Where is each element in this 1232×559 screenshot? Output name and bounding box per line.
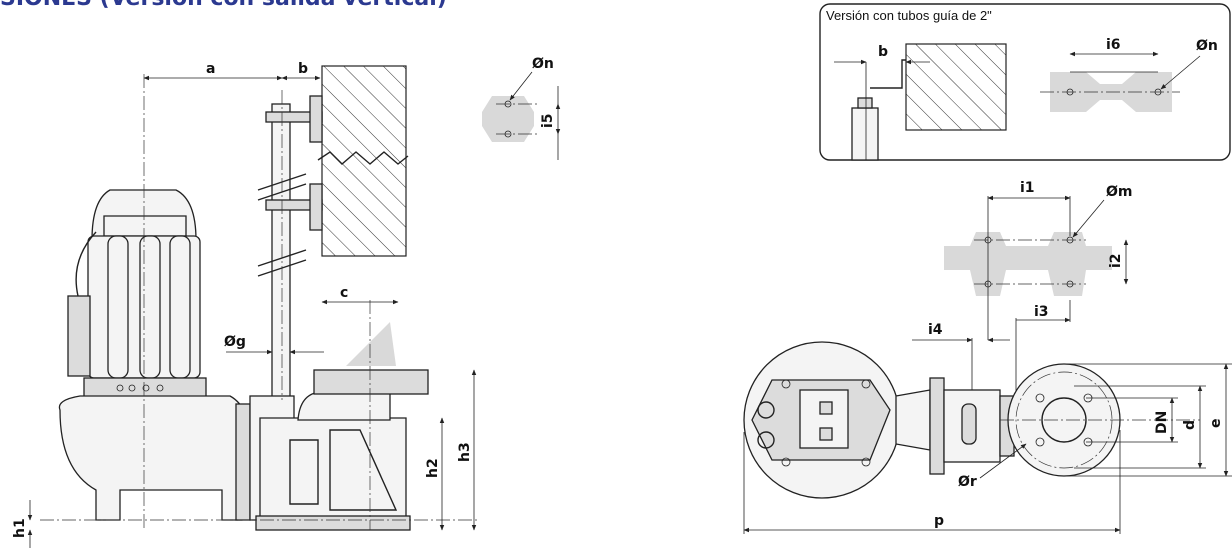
dim-label-h1: h1 [12,518,28,538]
dim-label-e: e [1208,419,1224,429]
dim-label-m: Øm [1106,184,1133,200]
bracket-plate-ghost [482,96,534,142]
discharge-bore [1041,397,1087,443]
dim-label-h2: h2 [425,458,441,478]
inset-wall [905,43,1007,131]
dim-label-d: d [1182,420,1198,430]
dim-label-dn: DN [1154,411,1170,434]
dim-label-h3: h3 [457,442,473,462]
inset-dim-label-i6: i6 [1106,37,1121,53]
foot-base [259,417,407,521]
dim-label-i1: i1 [1020,180,1035,196]
dim-label-g: Øg [224,334,246,350]
discharge-flange [313,369,429,395]
guide-rail [271,103,291,405]
inset-frame [819,3,1231,161]
pump-volute [58,395,252,521]
inset-title: Versión con tubos guía de 2" [826,8,992,23]
dim-label-i4: i4 [928,322,943,338]
page-title: SIONES (Versión con salida vertical) [0,0,447,11]
discharge-ghost [346,322,396,366]
dim-label-i5: i5 [540,113,556,128]
dim-label-i3: i3 [1034,304,1049,320]
dim-label-r: Ør [958,474,977,490]
dim-label-a: a [206,61,215,77]
outlet-flange [235,403,251,521]
wall-break [317,151,409,165]
motor-flange [83,377,207,399]
inset-guide-tube-version: Versión con tubos guía de 2" b i6 Øn [819,3,1231,161]
inset-dim-label-b: b [878,44,888,60]
wall-section [321,65,407,257]
dim-label-p: p [934,513,944,529]
base-plate-ghost [944,232,1112,296]
base-plate [255,515,411,531]
terminal-box [67,295,91,377]
dim-label-c: c [340,285,348,301]
dim-label-b: b [298,61,308,77]
dim-label-n: Øn [532,56,554,72]
top-view: i1 Øm i2 i3 i4 [743,180,1232,534]
inset-dim-label-n: Øn [1196,38,1218,54]
dim-label-i2: i2 [1108,253,1124,268]
side-view: a b c Øg h2 h3 h1 [12,56,561,548]
